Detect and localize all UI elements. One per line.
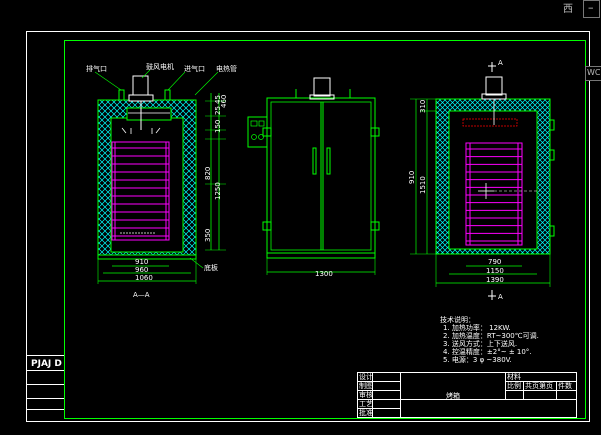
notes-line-1: 2. 加热温度：RT~300℃可调.	[443, 332, 539, 340]
callout-intake: 进气口	[184, 65, 205, 73]
left-section-view	[94, 69, 226, 284]
dim-right-h-2: 1390	[486, 276, 504, 284]
ui-top-glyph: 西	[563, 4, 573, 15]
tb-row-3: 工艺	[359, 400, 373, 408]
base-label: 底板	[204, 264, 218, 272]
notes-line-3: 4. 控温精度：±2°~ ± 10°.	[443, 348, 532, 356]
tb-product-name: 烤箱	[446, 392, 460, 400]
callout-fan-motor: 鼓风电机	[146, 63, 174, 71]
dim-right-v-0: 310	[419, 99, 427, 113]
tb-row-4: 批准	[359, 409, 373, 417]
callout-exhaust: 排气口	[86, 65, 107, 73]
dim-right-h-1: 1150	[486, 267, 504, 275]
left-strip	[26, 355, 64, 410]
notes-line-0: 1. 加热功率： 12KW.	[443, 324, 511, 332]
notes-line-4: 5. 电源：3 φ ~380V.	[443, 356, 512, 364]
dim-left-h-2: 1060	[135, 274, 153, 282]
ui-minimize-button[interactable]: –	[588, 1, 594, 14]
ui-side-tag[interactable]: WC	[587, 68, 601, 77]
notes-line-2: 3. 送风方式：上下送风.	[443, 340, 518, 348]
tb-scale: 比例	[507, 382, 521, 390]
dim-left-v-5: 1250	[214, 182, 222, 200]
side-section-view	[410, 62, 555, 300]
dim-left-h-0: 910	[135, 258, 149, 266]
callout-heater: 电热管	[216, 65, 237, 73]
inner-frame	[64, 40, 586, 419]
dim-left-h-1: 960	[135, 266, 149, 274]
tb-row-1: 制图	[359, 382, 373, 390]
tb-row-0: 设计	[359, 373, 373, 381]
ui-minimize-box[interactable]	[583, 0, 600, 18]
dim-right-h-0: 790	[488, 258, 502, 266]
notes-title: 技术说明：	[440, 316, 475, 324]
fan-motor-left	[132, 75, 149, 96]
dim-right-v-1: 1510	[419, 176, 427, 194]
section-bottom-a: A	[498, 293, 503, 301]
dim-right-v-2: 910	[408, 170, 416, 184]
dim-left-v-3: 460	[220, 94, 228, 108]
dim-left-v-2: 150	[214, 119, 222, 133]
section-top-a: A	[498, 59, 503, 67]
tb-material: 材料	[507, 373, 521, 381]
dim-left-v-4: 820	[204, 166, 212, 180]
front-view	[247, 77, 380, 275]
dim-left-v-6: 350	[204, 228, 212, 242]
section-label-aa: A—A	[133, 291, 150, 299]
ui-side-tag-box[interactable]	[585, 66, 601, 81]
title-block	[357, 372, 577, 418]
tb-quantity: 共页第页	[525, 382, 553, 390]
outer-frame	[26, 31, 590, 422]
left-stamp: PJAJ D	[31, 359, 62, 369]
dim-mid-h-0: 1300	[315, 270, 333, 278]
tb-sheet: 件数	[558, 382, 572, 390]
tb-row-2: 审核	[359, 391, 373, 399]
